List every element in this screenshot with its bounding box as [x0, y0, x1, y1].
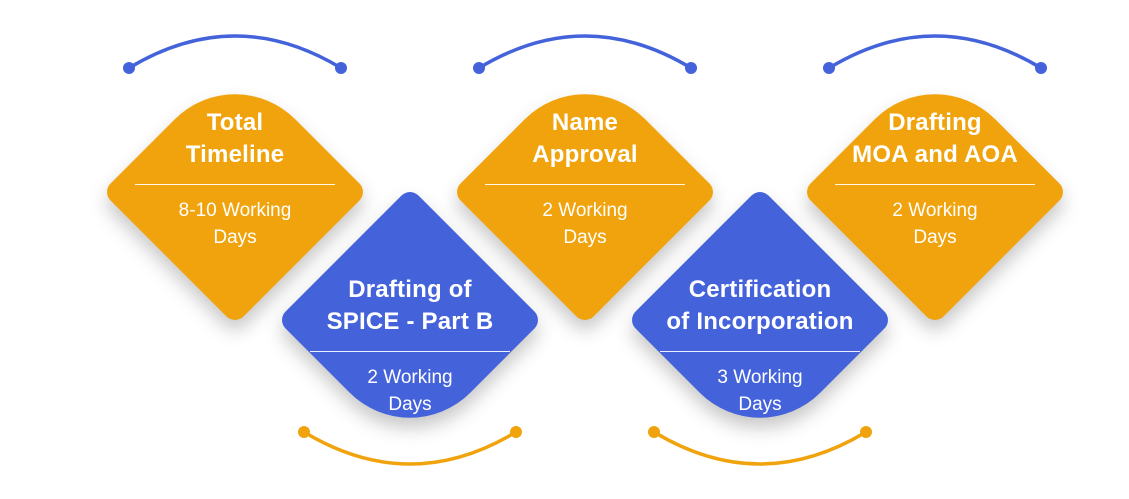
step-duration: 2 Working Days [542, 200, 628, 248]
top-arc-connector [823, 34, 1047, 74]
arc-endpoint-dot [123, 62, 135, 74]
step-duration: 3 Working Days [717, 367, 803, 415]
arc-endpoint-dot [685, 62, 697, 74]
divider-line [135, 184, 335, 186]
top-arc-connector [123, 34, 347, 74]
step-title: Name Approval [532, 108, 638, 168]
divider-line [835, 184, 1035, 186]
arc-endpoint-dot [335, 62, 347, 74]
arc-endpoint-dot [298, 426, 310, 438]
arc-endpoint-dot [1035, 62, 1047, 74]
step-duration: 8-10 Working Days [178, 200, 292, 248]
step-title: Drafting of SPICE - Part B [326, 275, 494, 335]
step-content: Name Approval 2 Working Days [452, 46, 718, 312]
step-title: Total Timeline [185, 108, 285, 168]
divider-line [660, 351, 860, 353]
top-arc-connector [473, 34, 697, 74]
step-duration: 2 Working Days [367, 367, 453, 415]
arc-endpoint-dot [823, 62, 835, 74]
arc-endpoint-dot [510, 426, 522, 438]
step-title: Certification of Incorporation [666, 275, 854, 335]
divider-line [485, 184, 685, 186]
step-title: Drafting MOA and AOA [852, 108, 1018, 168]
arc-endpoint-dot [473, 62, 485, 74]
divider-line [310, 351, 510, 353]
step-duration: 2 Working Days [892, 200, 978, 248]
bottom-arc-connector [298, 426, 522, 466]
arc-endpoint-dot [648, 426, 660, 438]
step-content: Drafting MOA and AOA 2 Working Days [802, 46, 1068, 312]
bottom-arc-connector [648, 426, 872, 466]
step-content: Total Timeline 8-10 Working Days [102, 46, 368, 312]
step-content: Drafting of SPICE - Part B 2 Working Day… [277, 213, 543, 479]
step-content: Certification of Incorporation 3 Working… [627, 213, 893, 479]
arc-endpoint-dot [860, 426, 872, 438]
